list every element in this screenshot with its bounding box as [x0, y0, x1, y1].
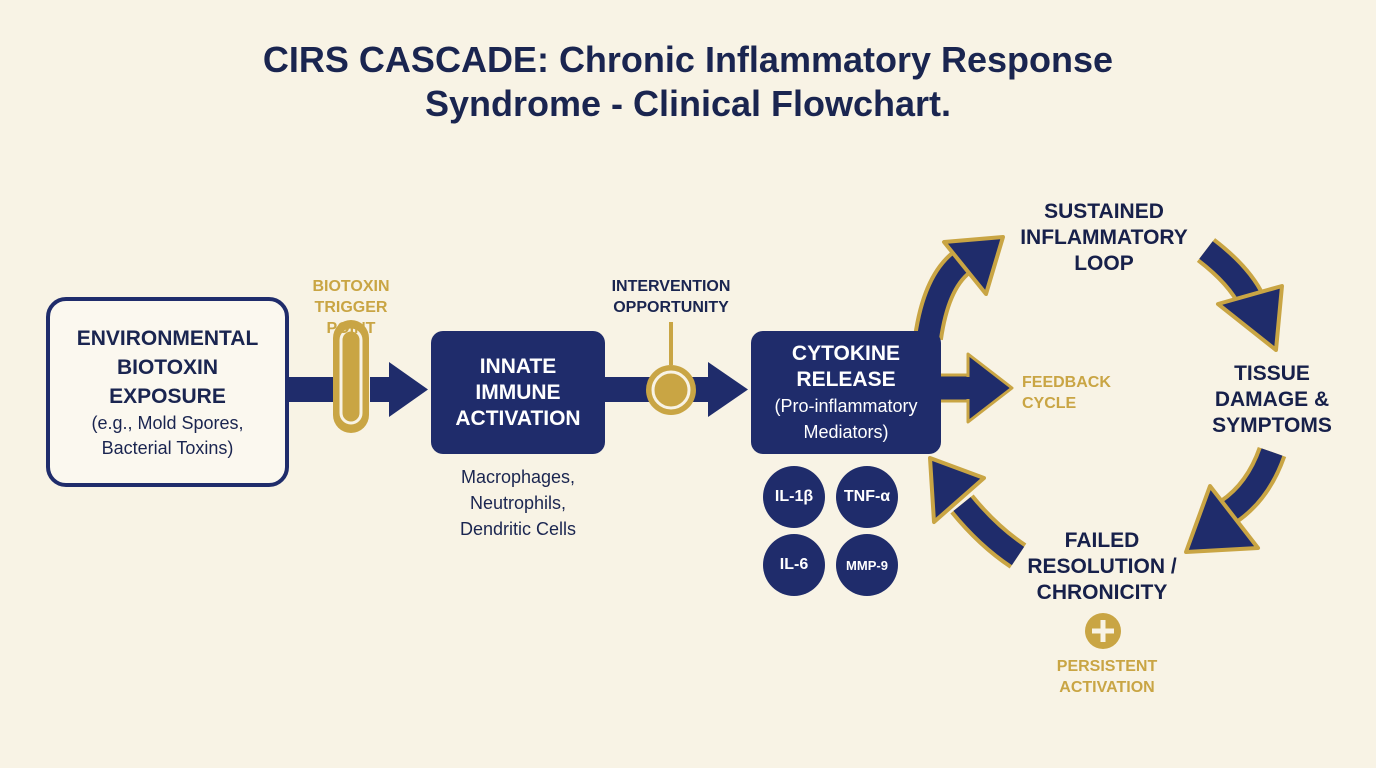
label-persistent-activation: PERSISTENT ACTIVATION: [1040, 656, 1174, 698]
cell-macrophages: Macrophages,: [460, 467, 576, 487]
failed-line-2: RESOLUTION /: [1027, 555, 1177, 578]
cell-dendritic: Dendritic Cells: [459, 519, 577, 539]
title-line-1: CIRS CASCADE: Chronic Inflammatory Respo…: [262, 39, 1114, 80]
feedback-line-2: CYCLE: [1022, 395, 1077, 412]
tissue-line-1: TISSUE: [1234, 362, 1310, 385]
env-line-2: BIOTOXIN: [116, 355, 219, 379]
cytokine-badge: IL-6: [763, 534, 825, 596]
title-line-2: Syndrome - Clinical Flowchart.: [424, 83, 952, 124]
innate-line-2: IMMUNE: [475, 380, 561, 404]
loop-line-3: LOOP: [1074, 252, 1134, 275]
persistent-line-1: PERSISTENT: [1056, 658, 1158, 675]
connector-innate-to-intervention: [605, 377, 650, 402]
cyto-sub-2: Mediators): [803, 421, 889, 442]
cytokine-badge: TNF-α: [836, 466, 898, 528]
cytokine-badge: MMP-9: [836, 534, 898, 596]
node-sustained-loop: SUSTAINED INFLAMMATORY LOOP: [1004, 199, 1204, 277]
arrow-to-sustained-loop: [913, 235, 1005, 341]
tissue-line-3: SYMPTOMS: [1212, 414, 1332, 437]
label-intervention: INTERVENTION OPPORTUNITY: [596, 276, 746, 318]
env-sub-1: (e.g., Mold Spores,: [91, 412, 244, 433]
cyto-sub-1: (Pro-inflammatory: [774, 395, 918, 416]
failed-line-1: FAILED: [1064, 529, 1140, 552]
label-trigger-point: BIOTOXIN TRIGGER POINT: [298, 276, 404, 339]
arrow-head-to-cytokine: [708, 362, 748, 417]
env-sub-2: Bacterial Toxins): [101, 437, 234, 458]
connector-exposure-to-trigger: [289, 377, 339, 402]
tissue-line-2: DAMAGE &: [1214, 388, 1330, 411]
trigger-line-1: BIOTOXIN: [312, 278, 390, 295]
diagram-title: CIRS CASCADE: Chronic Inflammatory Respo…: [0, 38, 1376, 126]
innate-cell-list: Macrophages, Neutrophils, Dendritic Cell…: [418, 464, 618, 542]
innate-line-1: INNATE: [479, 354, 557, 378]
label-feedback-cycle: FEEDBACK CYCLE: [1022, 372, 1124, 414]
node-failed-resolution: FAILED RESOLUTION / CHRONICITY: [1014, 528, 1190, 606]
arrow-back-to-cytokine: [928, 456, 1027, 569]
cyto-line-1: CYTOKINE: [791, 341, 901, 365]
failed-line-3: CHRONICITY: [1036, 581, 1168, 604]
connector-trigger-to-innate: [370, 377, 392, 402]
trigger-line-3: POINT: [326, 320, 376, 337]
feedback-arrow-head: [966, 352, 1014, 424]
feedback-line-1: FEEDBACK: [1022, 374, 1111, 391]
trigger-line-2: TRIGGER: [314, 299, 388, 316]
loop-line-2: INFLAMMATORY: [1020, 226, 1188, 249]
node-cytokine-release: CYTOKINE RELEASE (Pro-inflammatory Media…: [751, 331, 941, 454]
connector-intervention-to-cytokine: [692, 377, 712, 402]
node-innate-immune-activation: INNATE IMMUNE ACTIVATION: [431, 331, 605, 454]
node-environmental-exposure: ENVIRONMENTAL BIOTOXIN EXPOSURE (e.g., M…: [46, 297, 289, 487]
cytokine-badge: IL-1β: [763, 466, 825, 528]
arrow-head-to-innate: [389, 362, 428, 417]
innate-line-3: ACTIVATION: [455, 406, 581, 430]
env-line-3: EXPOSURE: [109, 384, 226, 408]
intervention-line-1: INTERVENTION: [611, 278, 731, 295]
arrow-to-tissue-damage: [1196, 238, 1284, 352]
env-line-1: ENVIRONMENTAL: [76, 326, 259, 350]
cyto-line-2: RELEASE: [796, 367, 896, 391]
loop-line-1: SUSTAINED: [1044, 200, 1164, 223]
intervention-line-2: OPPORTUNITY: [613, 299, 729, 316]
node-tissue-damage: TISSUE DAMAGE & SYMPTOMS: [1194, 361, 1350, 439]
arrow-to-failed-resolution: [1184, 446, 1287, 554]
persistent-line-2: ACTIVATION: [1059, 679, 1155, 696]
cell-neutrophils: Neutrophils,: [469, 493, 567, 513]
